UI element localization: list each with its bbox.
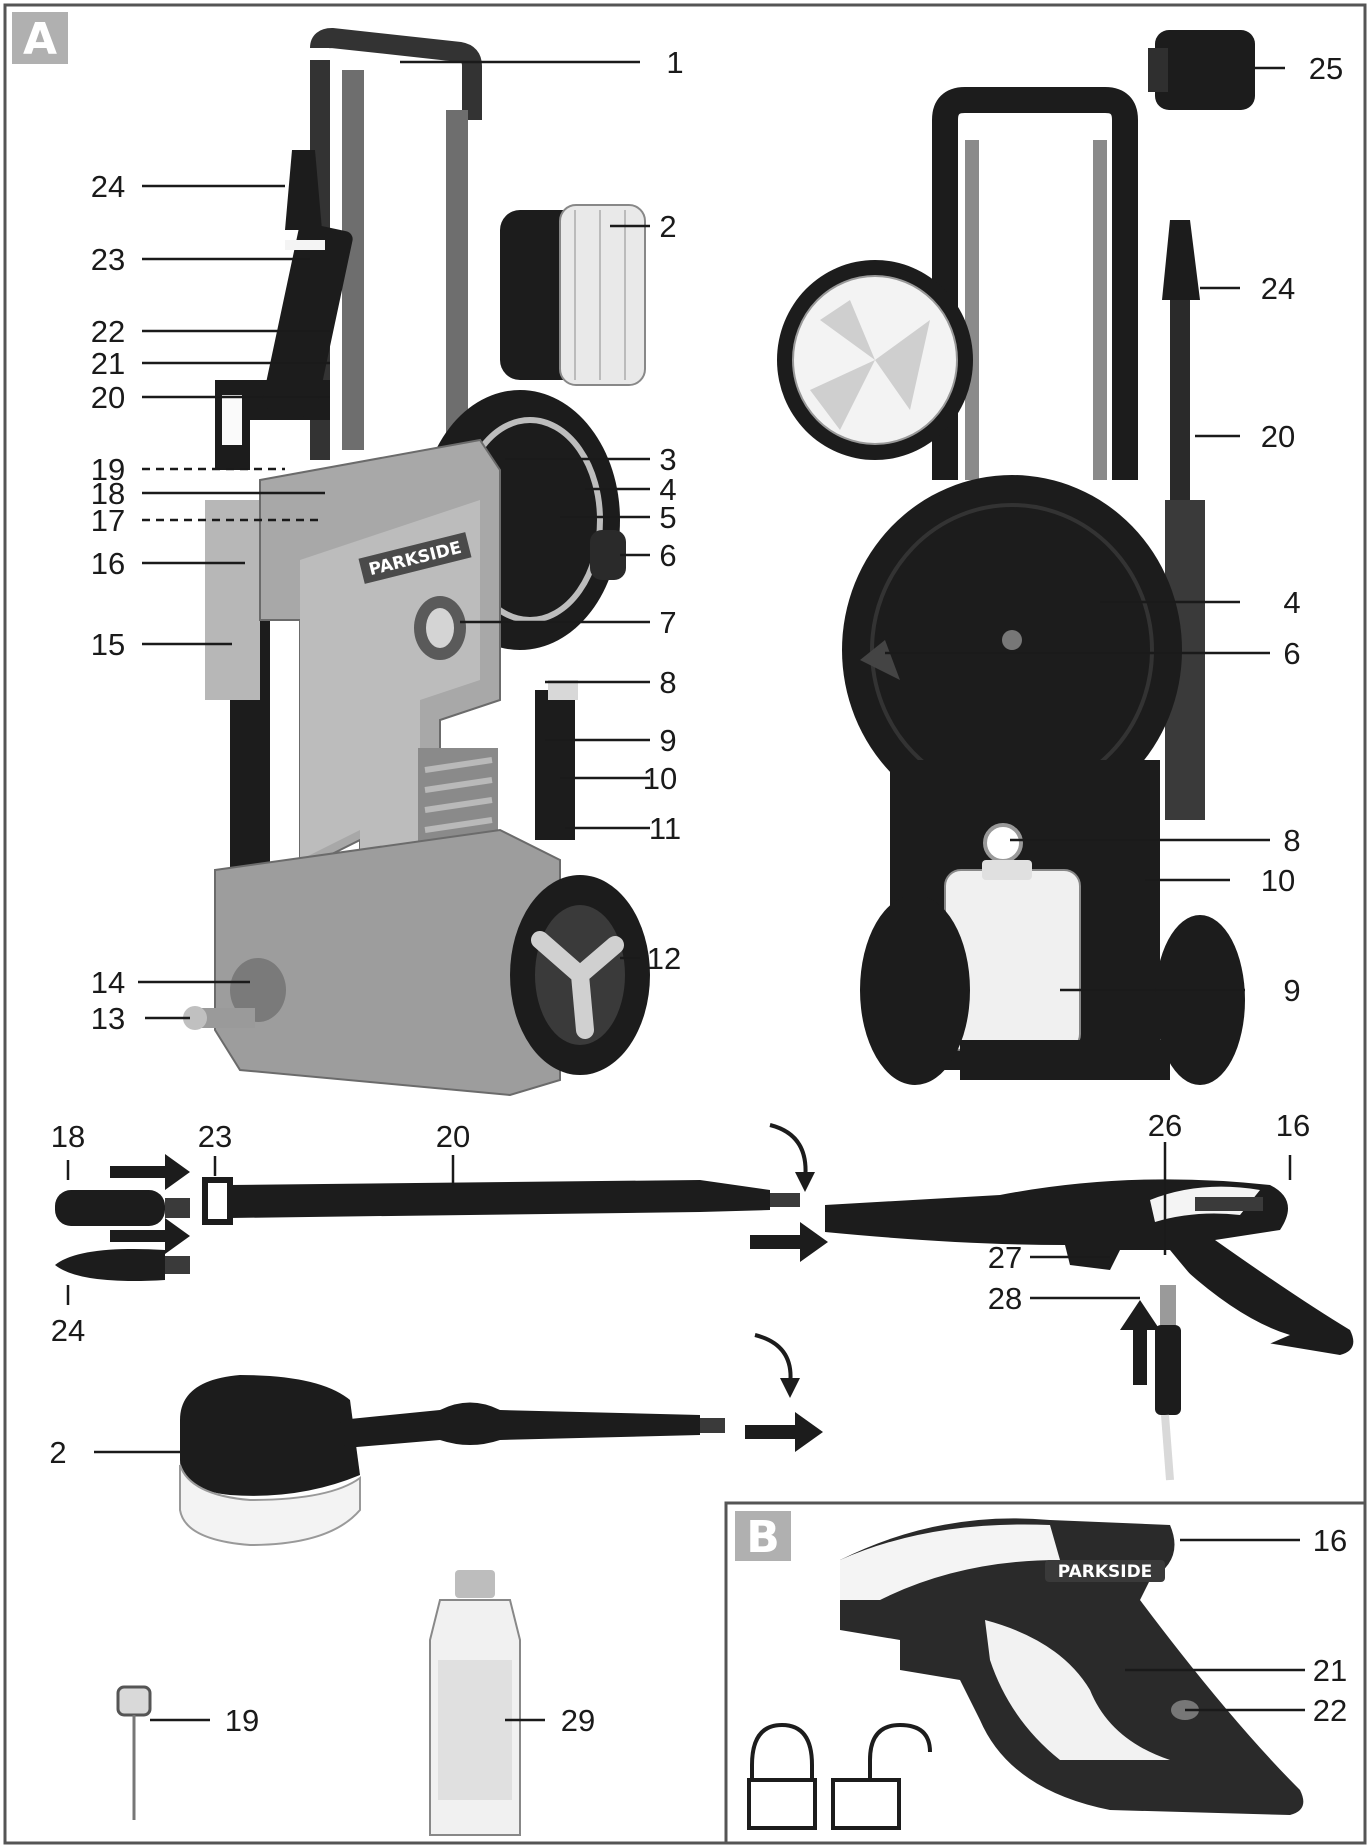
rotary-brush-attached <box>500 204 646 386</box>
svg-text:B: B <box>746 1512 780 1563</box>
callout-label: 27 <box>988 1240 1022 1275</box>
callout-label: 8 <box>1283 823 1300 858</box>
leader-lines <box>66 60 1305 1722</box>
svg-text:A: A <box>23 14 57 65</box>
cleaning-needle <box>116 1685 152 1820</box>
nozzle-24 <box>55 1249 190 1281</box>
callout-labels: 1 2 3 4 5 6 7 8 9 10 11 12 13 14 15 16 1… <box>49 45 1347 1738</box>
callout-label: 6 <box>1283 636 1300 671</box>
callout-label: 24 <box>1261 271 1295 306</box>
callout-label: 12 <box>647 941 681 976</box>
lock-closed-icon <box>747 1722 817 1830</box>
callout-label: 16 <box>1313 1523 1347 1558</box>
callout-label: 21 <box>91 346 125 381</box>
detergent-tank <box>944 860 1081 1051</box>
spray-gun <box>825 1179 1354 1355</box>
callout-label: 4 <box>1283 585 1300 620</box>
panel-a-badge: A <box>12 12 68 65</box>
callout-label: 9 <box>659 723 676 758</box>
svg-text:PARKSIDE: PARKSIDE <box>1058 1562 1153 1582</box>
callout-label: 19 <box>91 452 125 487</box>
callout-label: 21 <box>1313 1653 1347 1688</box>
arrow-right <box>110 1154 190 1190</box>
hose-connector <box>1155 1285 1181 1481</box>
rotary-brush-accessory <box>179 1375 725 1547</box>
lock-open-icon <box>831 1722 932 1830</box>
spray-gun-stored <box>215 150 353 470</box>
callout-label: 24 <box>91 169 125 204</box>
outlet-fitting <box>983 823 1023 863</box>
callout-label: 2 <box>659 209 676 244</box>
panel-b-frame <box>724 1501 1367 1845</box>
pressure-washer-rear-view <box>777 30 1255 1085</box>
spray-gun-detail: PARKSIDE <box>840 1518 1304 1815</box>
callout-label: 22 <box>1313 1693 1347 1728</box>
outer-frame <box>3 3 1367 1845</box>
panel-b-badge: B <box>735 1511 791 1563</box>
callout-label: 3 <box>659 442 676 477</box>
rear-handle <box>932 87 1138 480</box>
pressure-washer-front-view: PARKSIDE <box>183 28 650 1097</box>
callout-label: 28 <box>988 1281 1022 1316</box>
lance <box>202 1177 800 1225</box>
callout-label: 20 <box>436 1119 470 1154</box>
callout-label: 8 <box>659 665 676 700</box>
callout-label: 15 <box>91 627 125 662</box>
arrow-right <box>110 1218 190 1254</box>
callout-label: 5 <box>659 500 676 535</box>
callout-label: 18 <box>91 476 125 511</box>
callout-label: 13 <box>91 1001 125 1036</box>
callout-label: 20 <box>91 380 125 415</box>
side-panel <box>205 500 260 700</box>
callout-label: 6 <box>659 538 676 573</box>
callout-label: 29 <box>561 1703 595 1738</box>
arrow-right <box>750 1222 828 1262</box>
callout-label: 23 <box>91 242 125 277</box>
accessories-assembly <box>55 1123 1354 1547</box>
callout-label: 16 <box>91 546 125 581</box>
callout-label: 7 <box>659 605 676 640</box>
callout-label: 9 <box>1283 973 1300 1008</box>
callout-label: 10 <box>1261 863 1295 898</box>
callout-label: 19 <box>225 1703 259 1738</box>
nozzle-stored <box>1162 220 1200 300</box>
arrow-up <box>1120 1300 1160 1385</box>
base <box>214 828 561 1097</box>
curved-arrow <box>754 1333 793 1386</box>
brand-plate <box>358 532 472 584</box>
rotary-brush-mounted <box>777 260 973 460</box>
callout-label: 1 <box>666 45 683 80</box>
callout-label: 11 <box>649 811 681 846</box>
callout-label: 23 <box>198 1119 232 1154</box>
callout-label: 10 <box>643 761 677 796</box>
callout-label: 16 <box>1276 1108 1310 1143</box>
callout-label: 26 <box>1148 1108 1182 1143</box>
nozzle-18 <box>55 1190 190 1226</box>
water-inlet <box>230 958 286 1022</box>
callout-label: 18 <box>51 1119 85 1154</box>
callout-label: 17 <box>91 503 125 538</box>
callout-label: 22 <box>91 314 125 349</box>
callout-label: 2 <box>49 1435 66 1470</box>
callout-label: 4 <box>659 472 676 507</box>
arrow-right <box>745 1412 823 1452</box>
callout-label: 25 <box>1309 51 1343 86</box>
curved-arrow <box>769 1123 808 1181</box>
quick-connector <box>1148 30 1255 110</box>
callout-label: 14 <box>91 965 125 1000</box>
detergent-bottle <box>429 1570 521 1836</box>
callout-label: 24 <box>51 1313 85 1348</box>
vent-grille <box>418 748 498 848</box>
wheel-front-view <box>510 875 650 1075</box>
callout-label: 20 <box>1261 419 1295 454</box>
